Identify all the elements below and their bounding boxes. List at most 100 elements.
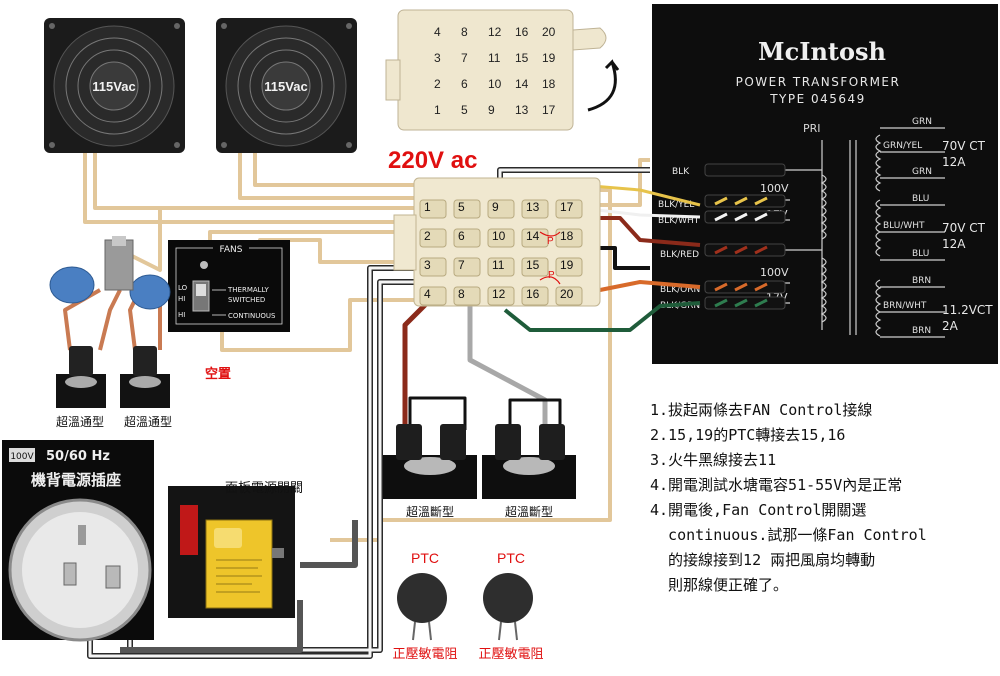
panel-switch-label: 面板電源開關: [225, 481, 303, 496]
fans-thermally: THERMALLY: [227, 286, 270, 294]
connector-pin-number: 5: [461, 103, 468, 117]
note-line: continuous.試那一條Fan Control: [650, 526, 927, 544]
terminal-cell: [487, 199, 515, 219]
panel-power-switch: [168, 486, 295, 618]
tap-100v-2: 100V: [760, 266, 789, 279]
ptc-resistor-2: [483, 573, 533, 641]
terminal-cell: [487, 228, 515, 248]
connector-pin-number: 20: [542, 25, 556, 39]
terminal-cell: [453, 286, 481, 306]
terminal-pin-number: 20: [560, 287, 574, 301]
terminal-pin-number: 13: [526, 200, 540, 214]
p-mark-2: P: [548, 270, 555, 281]
fans-hi-1: HI: [178, 295, 185, 303]
rating-4: 12A: [942, 237, 966, 251]
terminal-cell: [419, 286, 447, 306]
terminal-pin-number: 11: [492, 258, 505, 272]
transformer-pri: PRI: [803, 122, 821, 135]
terminal-cell: [555, 257, 583, 277]
connector-pin-number: 8: [461, 25, 468, 39]
terminal-pin-number: 16: [526, 287, 540, 301]
left-wire-5: BLK/ORN: [660, 285, 700, 295]
note-line: 2.15,19的PTC轉接去15,16: [650, 426, 846, 444]
note-line: 3.火牛黑線接去11: [650, 451, 777, 469]
connector-pin-number: 2: [434, 77, 441, 91]
terminal-cell: [521, 257, 549, 277]
right-wire-1: GRN: [912, 117, 932, 127]
capacitor-assembly: [49, 236, 171, 310]
connector-pin-number: 10: [488, 77, 502, 91]
terminal-pin-number: 14: [526, 229, 540, 243]
note-line: 的接線接到12 兩把風扇均轉動: [650, 551, 876, 569]
right-wire-5: BLU/WHT: [883, 221, 925, 231]
open-switch-label-2: 超溫斷型: [505, 504, 553, 519]
fans-title: FANS: [220, 245, 243, 255]
right-wire-2: GRN/YEL: [883, 141, 922, 151]
terminal-cell: [555, 199, 583, 219]
note-line: 則那線便正確了。: [650, 576, 789, 594]
fans-switched: SWITCHED: [228, 296, 265, 304]
terminal-pin-number: 3: [424, 258, 431, 272]
right-wire-7: BRN: [912, 276, 931, 286]
transformer-line2: TYPE 045649: [769, 92, 866, 106]
right-wire-6: BLU: [912, 249, 929, 259]
terminal-pin-number: 18: [560, 229, 574, 243]
fans-lo: LO: [178, 284, 188, 292]
terminal-pin-number: 10: [492, 229, 506, 243]
terminal-pin-number: 5: [458, 200, 465, 214]
terminal-pin-number: 7: [458, 258, 465, 272]
note-line: 1.拔起兩條去FAN Control接線: [650, 401, 873, 419]
terminal-cell: [521, 286, 549, 306]
closed-switch-label-1: 超溫通型: [56, 414, 104, 429]
terminal-cell: [521, 199, 549, 219]
voltage-title: 220V ac: [388, 147, 477, 174]
rating-5: 11.2VCT: [942, 303, 993, 317]
ptc-resistor-1: [397, 573, 447, 641]
connector-pin-number: 4: [434, 25, 441, 39]
fans-switch-plate: FANS LO HI HI THERMALLY SWITCHED CONTINU…: [168, 240, 290, 332]
connector-pin-number: 15: [515, 51, 529, 65]
connector-pin-number: 9: [488, 103, 495, 117]
terminal-pin-number: 19: [560, 258, 574, 272]
left-wire-3: BLK/WHT: [658, 216, 700, 226]
connector-pin-number: 19: [542, 51, 556, 65]
ptc-label-2: PTC: [497, 550, 525, 566]
terminal-pin-number: 1: [424, 200, 431, 214]
closed-switch-label-2: 超溫通型: [124, 414, 172, 429]
left-wire-1: BLK: [672, 167, 690, 177]
thermal-switch-open-1: [383, 424, 477, 499]
transformer-brand: McIntosh: [758, 37, 886, 66]
terminal-cell: [453, 199, 481, 219]
connector-pin-number: 1: [434, 103, 441, 117]
right-wire-3: GRN: [912, 167, 932, 177]
socket-badge: 100V: [10, 452, 34, 462]
terminal-pin-number: 17: [560, 200, 574, 214]
power-socket: [2, 440, 154, 642]
p-mark-1: P: [547, 236, 554, 247]
spare-label: 空置: [205, 366, 231, 382]
terminal-cell: [555, 286, 583, 306]
connector-pin-number: 18: [542, 77, 556, 91]
note-line: 4.開電後,Fan Control開關選: [650, 501, 867, 519]
ptc-label-1: PTC: [411, 550, 439, 566]
note-line: 4.開電測試水塘電容51-55V內是正常: [650, 476, 903, 494]
rotate-arrow-icon: [587, 59, 620, 112]
rating-2: 12A: [942, 155, 966, 169]
fan-1-label: 115Vac: [92, 79, 135, 94]
terminal-cell: [453, 257, 481, 277]
right-wire-8: BRN/WHT: [883, 301, 927, 311]
ptc-jumper-2: [539, 276, 561, 285]
socket-title: 機背電源插座: [31, 471, 121, 489]
socket-frequency: 50/60 Hz: [46, 449, 110, 464]
ptc-jumper-1: [539, 231, 561, 237]
terminal-pin-number: 6: [458, 229, 465, 243]
connector-pin-number: 13: [515, 103, 529, 117]
terminal-cell: [419, 199, 447, 219]
right-wire-9: BRN: [912, 326, 931, 336]
thermal-switch-closed-2: [120, 346, 170, 408]
primary-wire-stubs: [704, 163, 786, 310]
terminal-pin-number: 4: [424, 287, 431, 301]
